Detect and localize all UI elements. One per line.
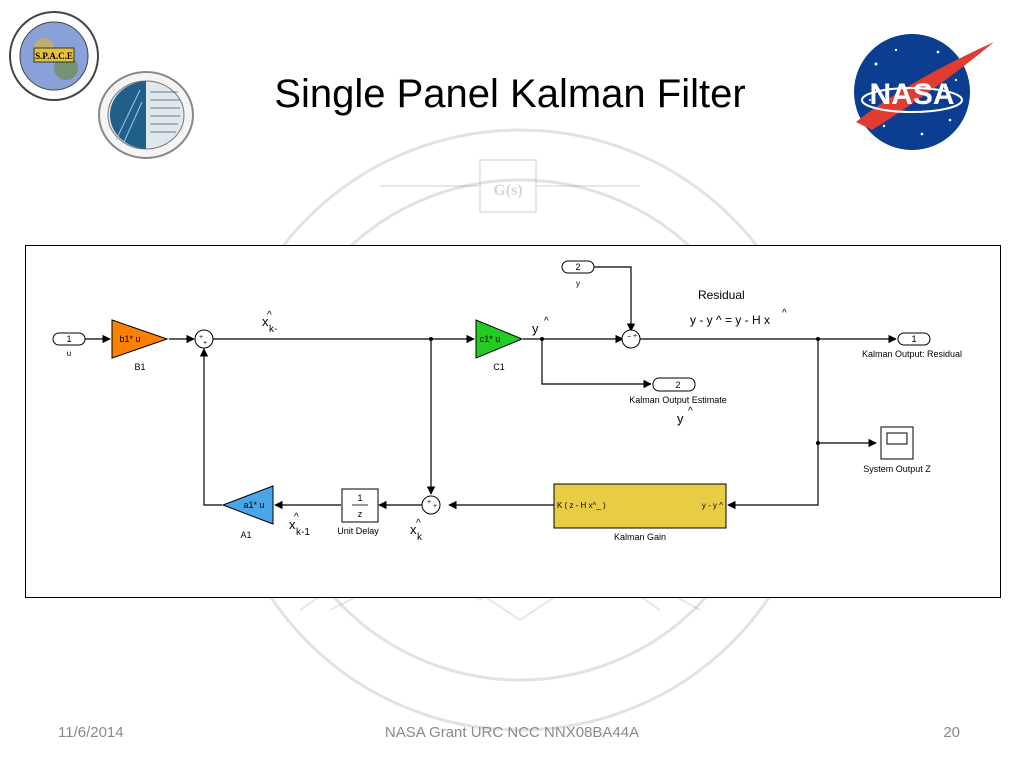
watermark-gs-label: G(s): [493, 182, 522, 199]
outport-estimate-number: 2: [675, 380, 680, 390]
sum-block-residual[interactable]: − +: [621, 329, 641, 349]
svg-text:^: ^: [267, 310, 272, 321]
svg-text:+: +: [427, 499, 431, 506]
inport-u-name: u: [67, 349, 71, 358]
unit-delay-name: Unit Delay: [337, 526, 379, 536]
svg-text:−: −: [627, 334, 631, 341]
wire-a1-to-sum1: [199, 348, 222, 506]
kalman-gain-block[interactable]: K ( z - H x^_ ) y - y ^ Kalman Gain: [553, 483, 727, 542]
nasa-logo: NASA: [854, 34, 994, 150]
gain-c1-expr: c1* u: [480, 334, 501, 344]
page-number: 20: [943, 724, 960, 741]
inport-y-name: y: [576, 279, 580, 288]
svg-text:k-: k-: [269, 324, 277, 335]
gain-c1-block[interactable]: c1* u C1: [475, 319, 524, 372]
wire-residual-to-kalman: [727, 443, 819, 510]
svg-text:^: ^: [782, 308, 787, 319]
annotation-y-hat: y ^: [532, 316, 549, 336]
svg-text:x: x: [262, 314, 269, 329]
gain-b1-block[interactable]: b1* u B1: [111, 319, 169, 372]
gain-b1-expr: b1* u: [119, 334, 140, 344]
svg-text:y - y ^ = y - H x: y - y ^ = y - H x: [690, 313, 770, 327]
sum-block-update[interactable]: + +: [421, 495, 441, 515]
wire-y-to-sum2: [590, 266, 636, 332]
svg-text:x: x: [410, 522, 417, 537]
svg-text:y: y: [532, 321, 539, 336]
svg-text:+: +: [203, 340, 207, 347]
outport-residual[interactable]: 1 Kalman Output: Residual: [862, 332, 962, 359]
inport-u[interactable]: 1 u: [52, 332, 86, 358]
inport-y-number: 2: [575, 262, 580, 272]
gain-a1-block[interactable]: a1* u A1: [221, 485, 274, 540]
svg-text:+: +: [199, 334, 203, 341]
scope-name: System Output Z: [863, 464, 931, 474]
outport-estimate-name: Kalman Output Estimate: [629, 395, 727, 405]
footer-grant: NASA Grant URC NCC NNX08BA44A: [384, 724, 640, 741]
scope-block[interactable]: System Output Z: [863, 426, 931, 474]
gain-c1-name: C1: [493, 362, 505, 372]
svg-text:+: +: [633, 333, 637, 340]
sum-block-predict[interactable]: + +: [194, 329, 214, 349]
unit-delay-block[interactable]: 1 z Unit Delay: [337, 488, 379, 536]
wire-yhat-to-estimate: [541, 339, 652, 389]
unit-delay-den: z: [358, 509, 363, 519]
gain-a1-expr: a1* u: [243, 500, 264, 510]
svg-text:y: y: [677, 411, 684, 426]
space-logo-text: S.P.A.C.E: [35, 51, 73, 61]
svg-text:^: ^: [294, 512, 299, 523]
kalman-gain-name: Kalman Gain: [614, 532, 666, 542]
kalman-gain-right-port: y - y ^: [702, 501, 723, 510]
gain-b1-name: B1: [134, 362, 145, 372]
annotation-x-k: ^ x k: [410, 518, 423, 543]
annotation-x-minus: ^ x k-: [262, 310, 277, 335]
annotation-x-k-1: ^ x k-1: [289, 512, 310, 538]
nasa-logo-text: NASA: [869, 78, 954, 111]
simulink-diagram: 1 u b1* u B1 + + c1* u C1 2 y: [25, 245, 1001, 598]
inport-u-number: 1: [66, 334, 71, 344]
outport-estimate[interactable]: 2 Kalman Output Estimate: [629, 377, 727, 405]
svg-text:^: ^: [416, 518, 421, 529]
inport-y[interactable]: 2 y: [561, 260, 595, 288]
annotation-y-hat-estimate: y ^: [677, 406, 693, 426]
svg-text:k: k: [417, 532, 423, 543]
equation-emblem: [98, 71, 194, 159]
outport-residual-number: 1: [911, 334, 916, 344]
svg-text:x: x: [289, 517, 296, 532]
svg-text:Residual: Residual: [698, 288, 745, 302]
svg-text:^: ^: [688, 406, 693, 417]
slide-title: Single Panel Kalman Filter: [274, 72, 746, 116]
unit-delay-num: 1: [357, 493, 362, 503]
svg-text:k-1: k-1: [296, 527, 310, 538]
kalman-gain-left-port: K ( z - H x^_ ): [557, 501, 606, 510]
svg-text:^: ^: [544, 316, 549, 327]
gain-a1-name: A1: [240, 530, 251, 540]
footer-date: 11/6/2014: [58, 724, 124, 741]
annotation-residual: Residual y - y ^ = y - H x ^: [690, 288, 787, 327]
space-logo: S.P.A.C.E: [9, 11, 99, 101]
outport-residual-name: Kalman Output: Residual: [862, 349, 962, 359]
svg-text:+: +: [433, 503, 437, 510]
